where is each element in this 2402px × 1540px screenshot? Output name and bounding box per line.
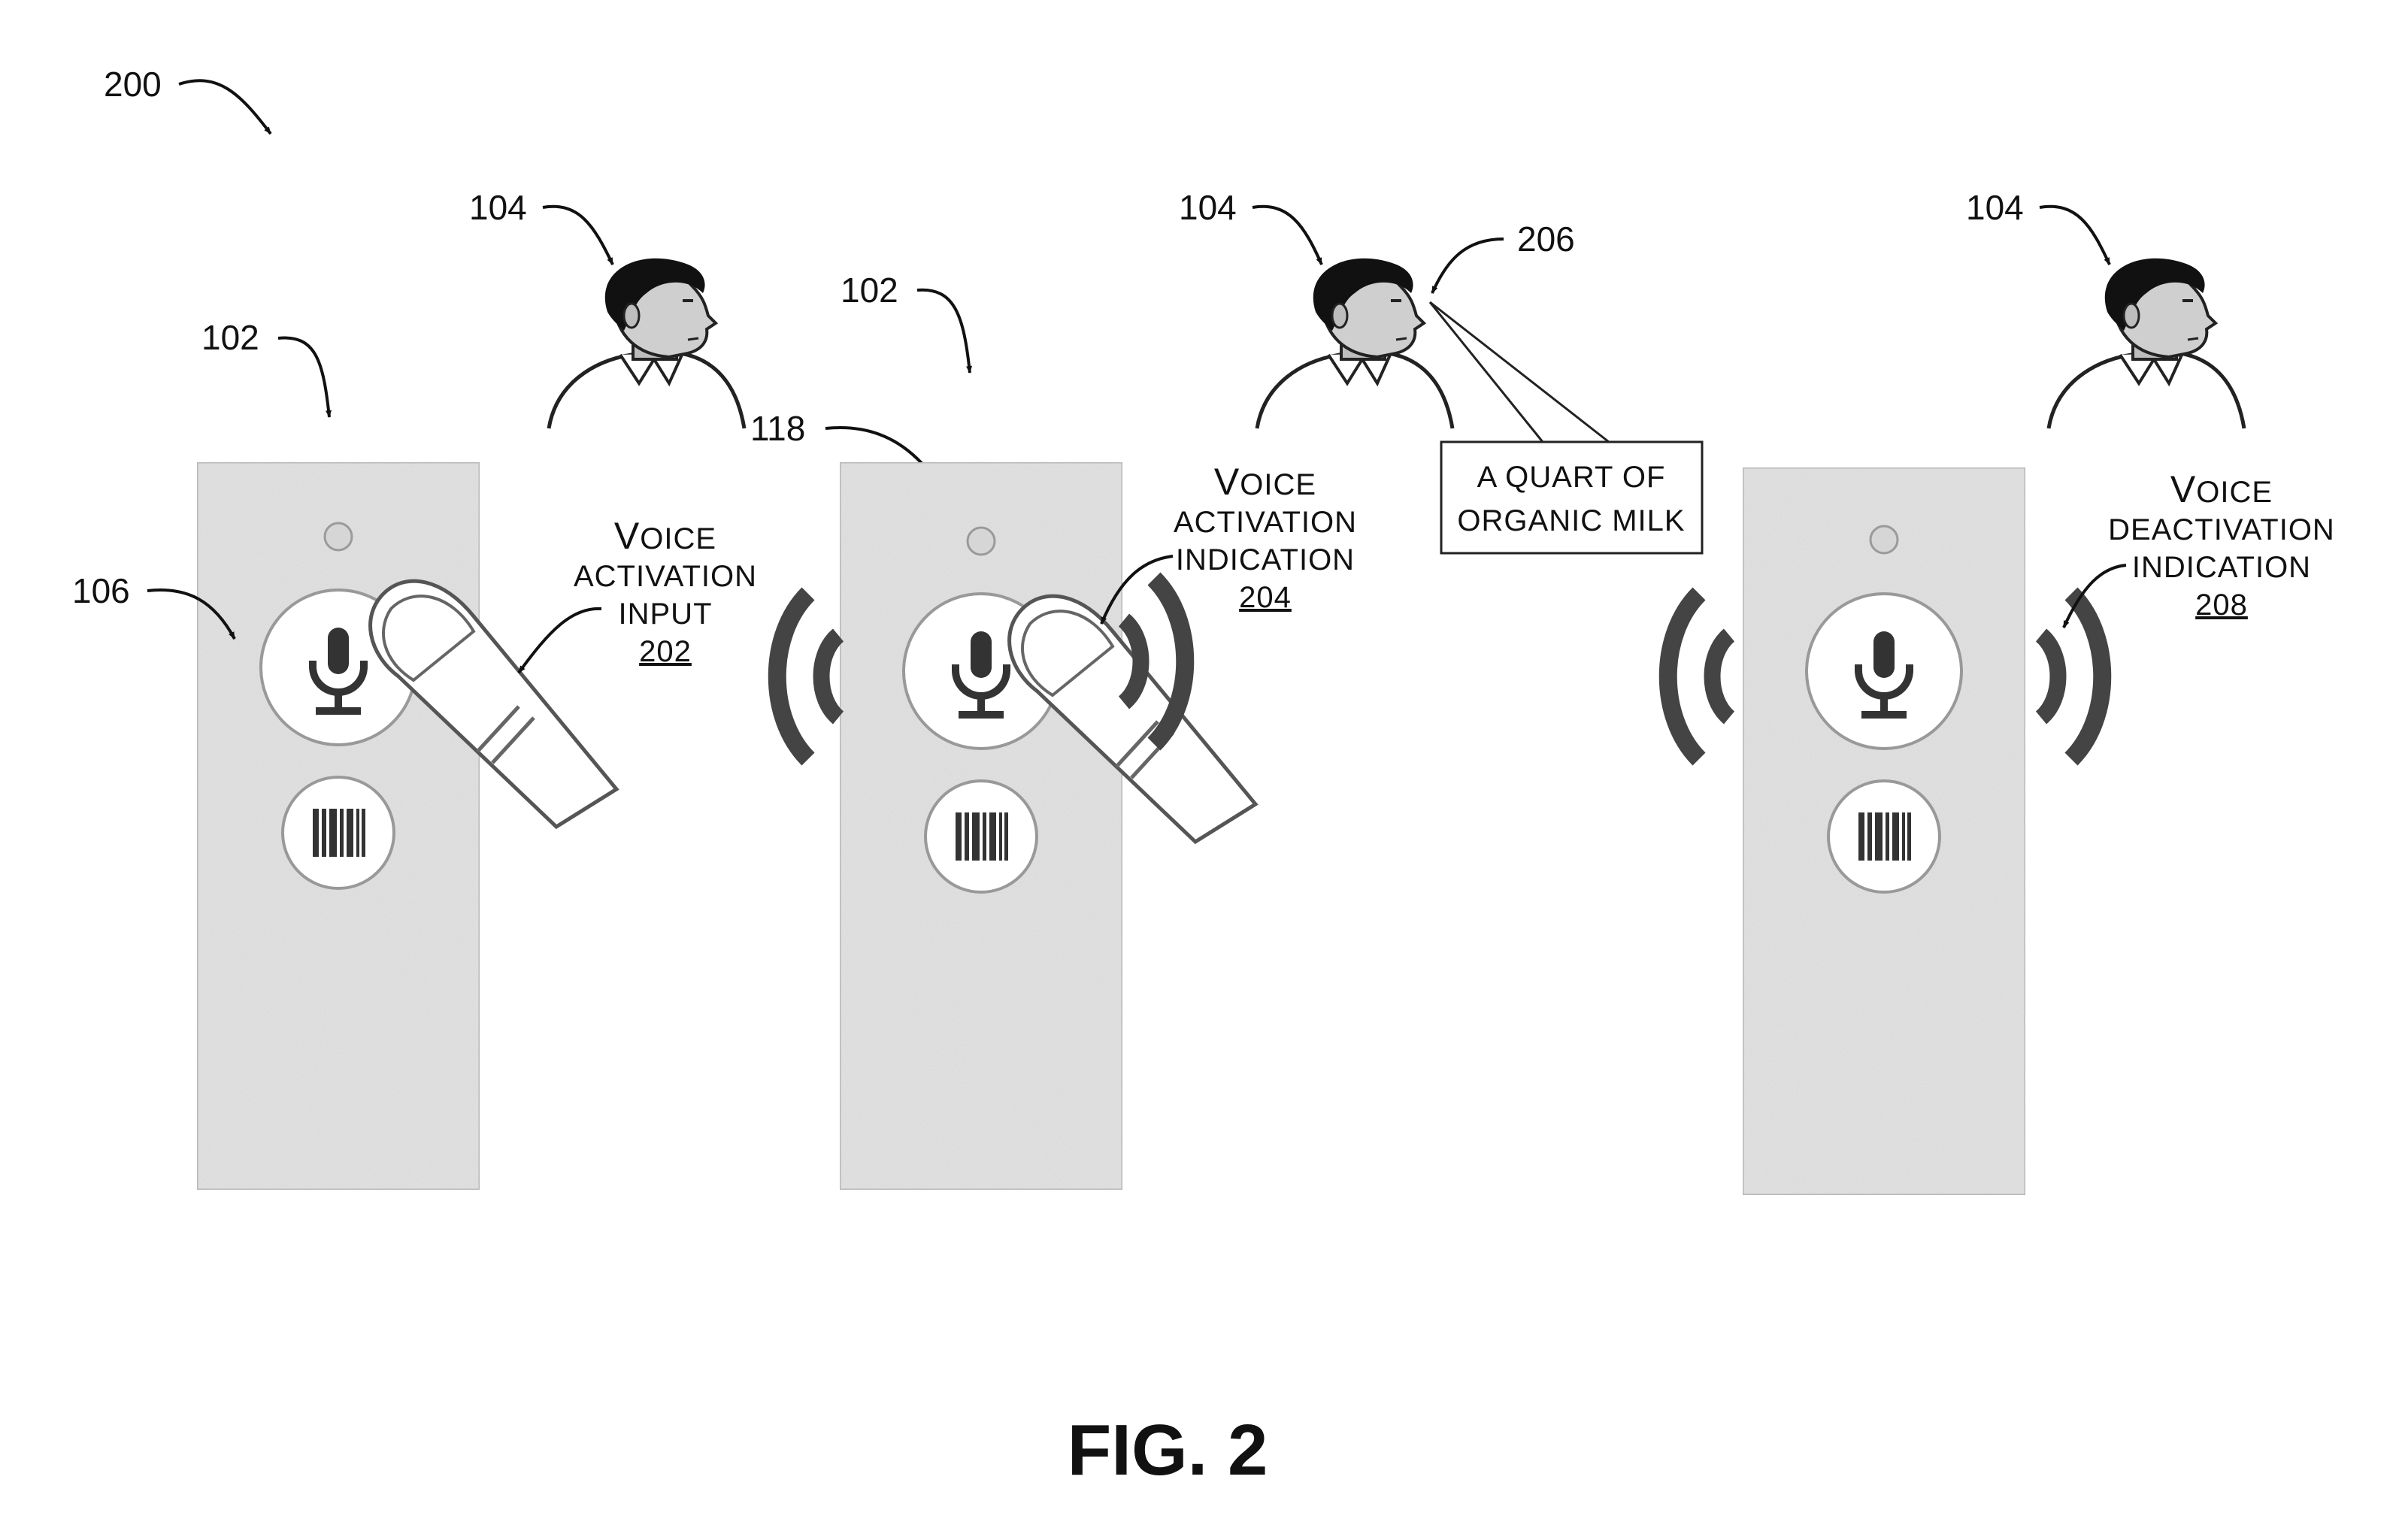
activation-indication-line2: ACTIVATION — [1174, 506, 1357, 539]
speech-line1: A QUART OF — [1477, 461, 1666, 494]
person-icon — [2049, 259, 2244, 428]
barcode-button[interactable] — [1828, 781, 1940, 892]
sound-wave-left-icon — [777, 594, 838, 759]
sound-wave-right-icon — [2041, 594, 2102, 759]
figure-ref-arrow — [179, 80, 271, 134]
user-ref-arrow — [2040, 207, 2110, 265]
activation-input-line1: VOICE — [614, 515, 716, 557]
indicator-light — [325, 523, 352, 550]
person-icon — [1257, 259, 1452, 428]
button-ref-label: 106 — [72, 571, 130, 610]
light-ref-label: 118 — [750, 409, 805, 448]
user-ref-arrow — [1252, 207, 1322, 265]
figure-ref-200: 200 — [104, 65, 162, 104]
device-ref-arrow — [278, 338, 329, 417]
deactivation-indication-line1: VOICE — [2170, 468, 2273, 510]
activation-input-arrow — [519, 609, 601, 673]
indicator-light — [968, 528, 995, 555]
barcode-button[interactable] — [925, 781, 1037, 892]
activation-indication-line3: INDICATION — [1176, 543, 1355, 576]
panel-1: 102 106 VOICE ACTIVATION INPUT 202 104 — [72, 188, 757, 1190]
deactivation-indication-ref: 208 — [2195, 588, 2248, 622]
person-icon — [549, 259, 744, 428]
speech-line2: ORGANIC MILK — [1457, 504, 1685, 537]
activation-indication-ref: 204 — [1239, 581, 1292, 614]
panel-3: VOICE DEACTIVATION INDICATION 208 104 — [1668, 188, 2335, 1195]
device-ref-label: 102 — [201, 318, 259, 357]
deactivation-indication-line3: INDICATION — [2132, 551, 2311, 584]
figure-caption: FIG. 2 — [1068, 1410, 1268, 1490]
barcode-button[interactable] — [283, 777, 394, 888]
speech-bubble-pointer — [1430, 302, 1609, 442]
activation-input-line3: INPUT — [619, 598, 713, 631]
user-ref-label: 104 — [1966, 188, 2024, 227]
utterance-ref-arrow — [1432, 239, 1504, 293]
device-ref-arrow — [917, 290, 970, 373]
activation-input-line2: ACTIVATION — [574, 560, 757, 593]
activation-input-ref: 202 — [639, 635, 692, 668]
user-ref-label: 104 — [1179, 188, 1237, 227]
user-ref-arrow — [543, 207, 613, 265]
device-ref-label: 102 — [841, 271, 898, 310]
microphone-button[interactable] — [1807, 594, 1961, 749]
panel-2: 102 118 VOICE ACTIVATION INDICATION 204 … — [750, 188, 1702, 1190]
user-ref-label: 104 — [469, 188, 527, 227]
activation-indication-line1: VOICE — [1214, 461, 1316, 503]
indicator-light — [1870, 526, 1898, 553]
sound-wave-left-icon — [1668, 594, 1729, 759]
utterance-ref-label: 206 — [1517, 219, 1575, 259]
deactivation-indication-line2: DEACTIVATION — [2108, 513, 2335, 546]
